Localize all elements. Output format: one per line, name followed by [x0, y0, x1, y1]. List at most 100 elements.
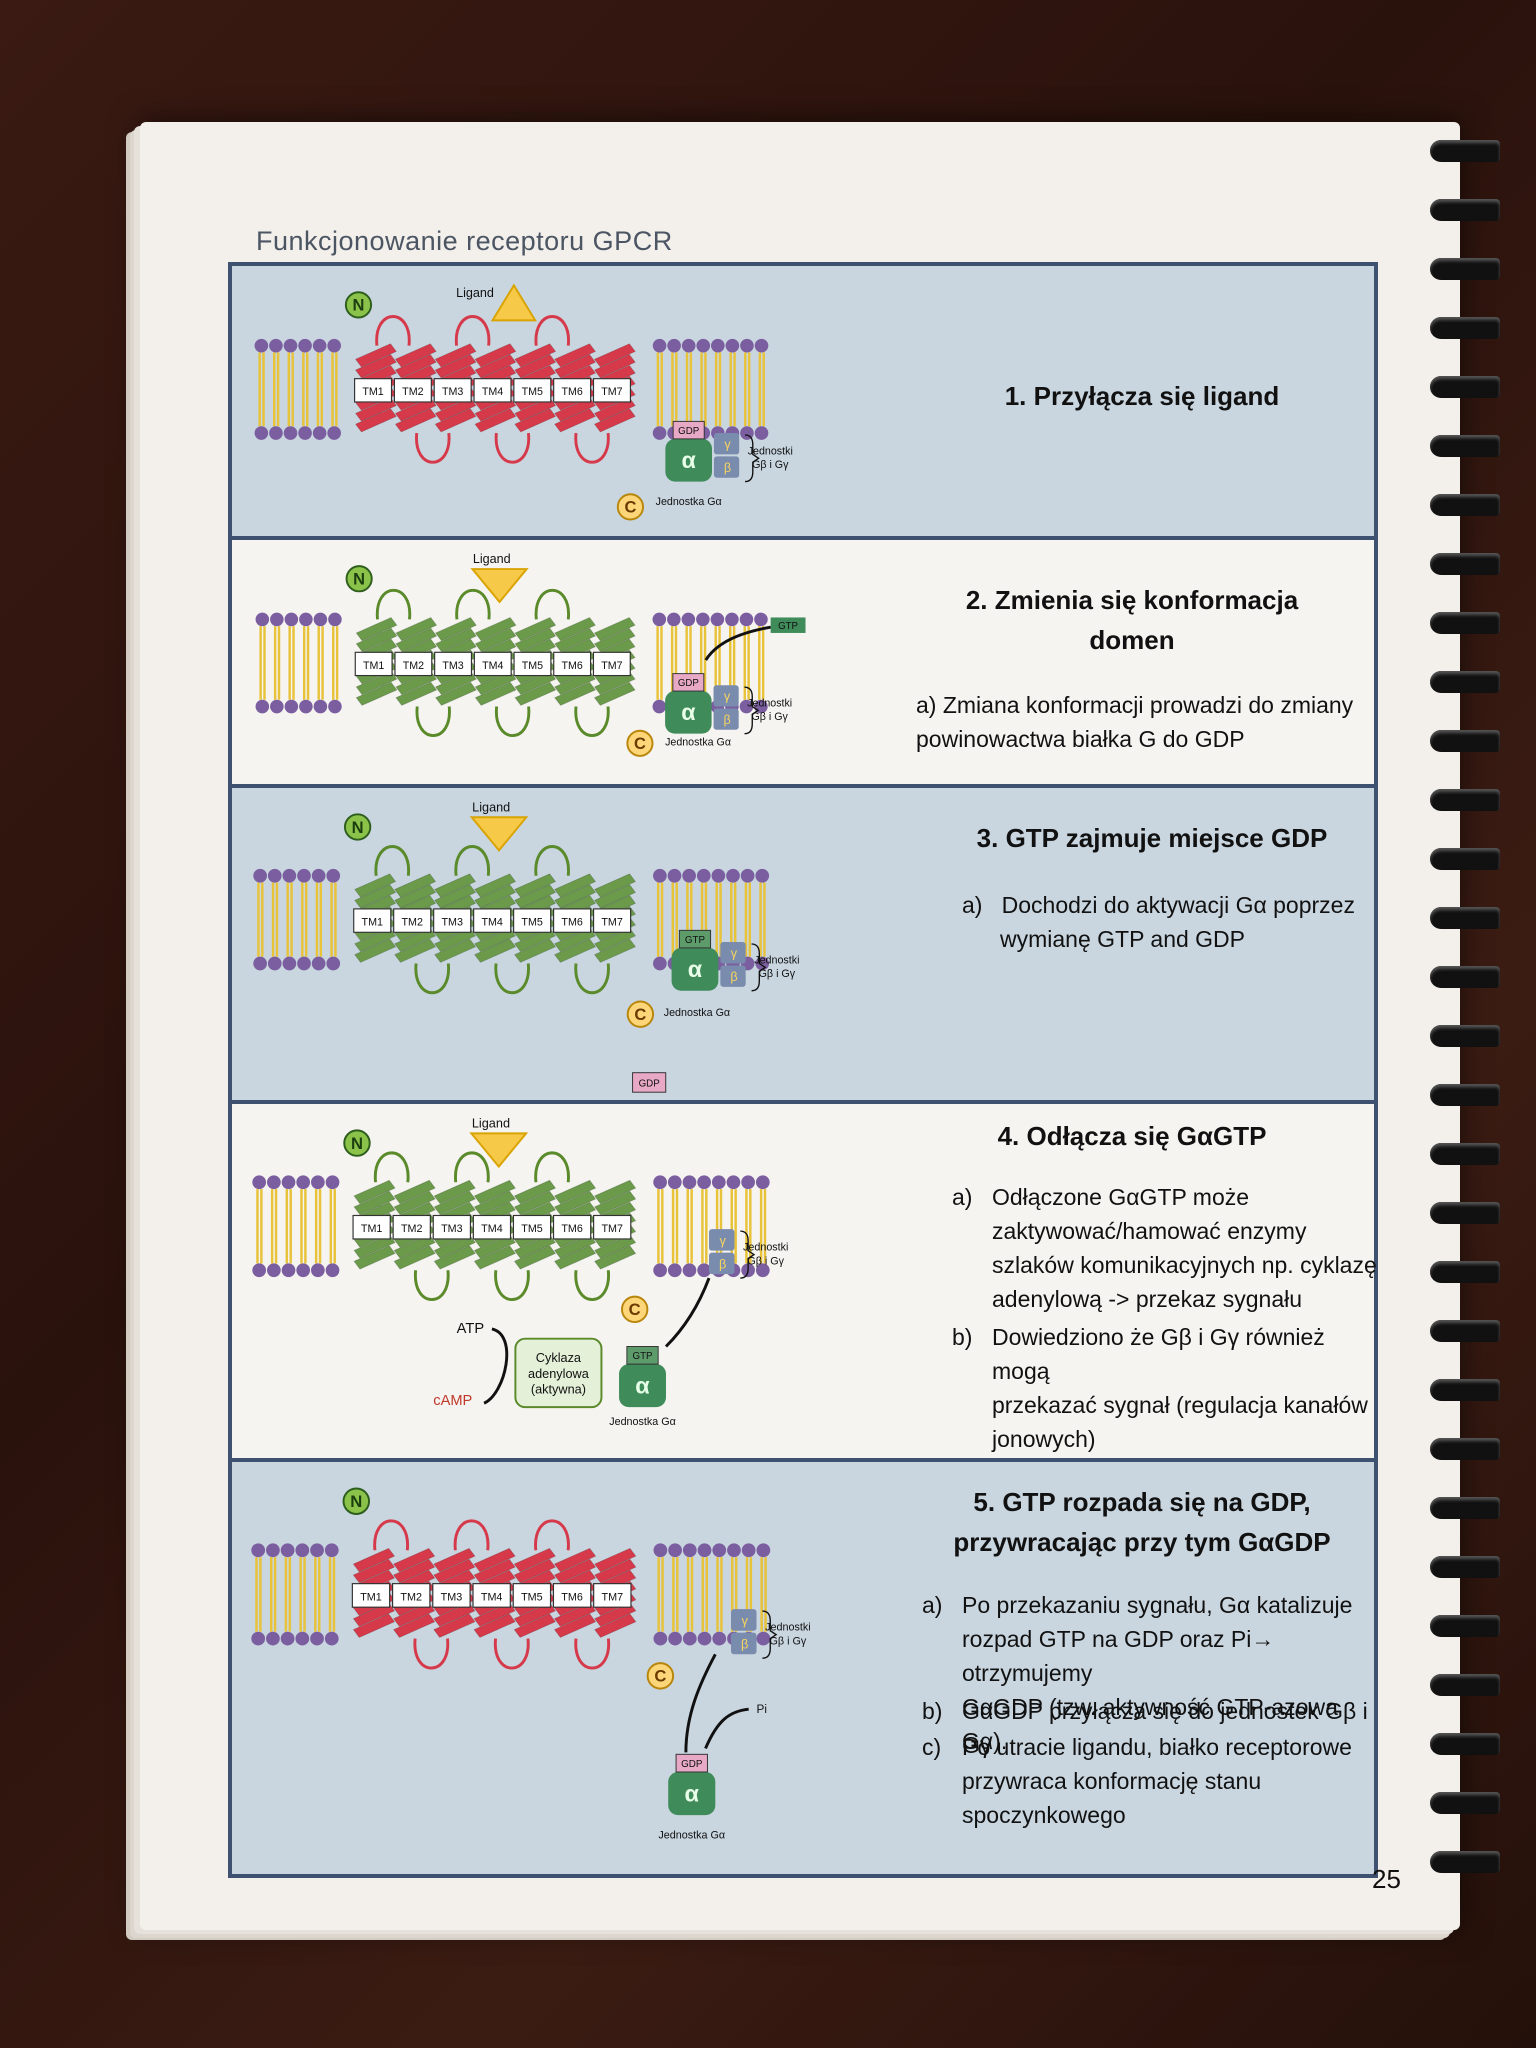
lipid-tail [730, 1189, 733, 1264]
binding-coil [1430, 1615, 1500, 1637]
helix-segment [593, 1547, 637, 1573]
lipid-tail [275, 882, 279, 957]
helix-segment [474, 681, 517, 707]
lipid-head [328, 699, 342, 714]
tm-label-box [433, 378, 472, 403]
helix-segment [514, 408, 557, 433]
receptor-loop [373, 1519, 610, 1670]
binding-coil [1430, 199, 1500, 221]
point-marker: a) [962, 892, 983, 918]
lipid-head [281, 1263, 296, 1278]
helix-segment [393, 1245, 436, 1270]
lipid-tail [674, 626, 678, 700]
tm-label-box [552, 1214, 592, 1240]
lipid-head [740, 868, 755, 883]
lipid-head [653, 956, 667, 971]
lipid-tail [304, 1189, 307, 1264]
helix-segment [593, 927, 637, 953]
tm-label: TM3 [442, 660, 463, 672]
g-beta-label: β [719, 1256, 726, 1271]
helix-segment [514, 343, 557, 368]
lipid-tail [285, 1189, 289, 1264]
helix-segment [473, 1179, 517, 1205]
lipid-head [266, 1631, 280, 1646]
helix-segment [593, 343, 637, 368]
lipid-tail [720, 1557, 723, 1632]
binding-coil [1430, 1674, 1500, 1696]
helix-segment [513, 927, 557, 953]
jednostki-label: Jednostki [765, 1622, 811, 1634]
gdp-label: GDP [681, 1759, 703, 1770]
g-gamma-label: γ [731, 947, 738, 961]
page-number: 25 [1372, 1864, 1401, 1894]
binding-coil [1430, 612, 1500, 634]
helix-segment [593, 670, 636, 696]
lipid-tail [759, 882, 762, 957]
gtp-arrow [704, 625, 771, 661]
lipid-tail [306, 626, 310, 700]
helix-segment [394, 397, 437, 422]
lipid-head [324, 1543, 339, 1558]
lipid-head [755, 868, 770, 883]
helix-segment [393, 938, 437, 963]
lipid-head [667, 1175, 682, 1190]
lipid-tail [302, 626, 306, 700]
lipid-tail [715, 882, 718, 957]
tm-label: TM1 [362, 916, 383, 928]
helix-segment [434, 616, 478, 642]
lipid-tail [276, 352, 280, 427]
tm-label: TM2 [400, 1591, 422, 1603]
lipid-head [311, 956, 326, 971]
lipid-head [313, 612, 328, 627]
tm-label-box [513, 378, 552, 403]
lipid-tail [256, 1189, 259, 1264]
helix-segment [593, 884, 637, 909]
lipid-head [754, 612, 768, 627]
helix-segment [553, 1245, 597, 1270]
lipid-tail [332, 626, 335, 700]
lipid-tail [656, 882, 660, 957]
g-beta-label: β [741, 1636, 748, 1651]
lipid-tail [303, 1557, 306, 1632]
helix-segment [553, 1613, 597, 1639]
lipid-head [652, 612, 667, 627]
lipid-tail [690, 1557, 694, 1632]
helix-segment [433, 1613, 476, 1639]
lipid-head [298, 338, 312, 353]
helix-segment [474, 397, 517, 422]
lipid-tail [262, 352, 265, 427]
lipid-head [267, 1175, 281, 1190]
tm-label: TM5 [522, 386, 543, 398]
lipid-tail [690, 1189, 693, 1264]
lipid-tail [703, 626, 707, 700]
gdp-label: GDP [678, 426, 699, 437]
gtp-box [678, 929, 712, 949]
c-terminus [621, 1295, 649, 1324]
helix-segment [553, 927, 597, 953]
jednostki-label: Jednostki [754, 955, 799, 967]
helix-segment [434, 627, 478, 653]
helix-segment [514, 670, 557, 696]
helix-segment [434, 408, 477, 433]
helix-segment [553, 938, 597, 963]
helix-segment [513, 1179, 557, 1205]
receptor-loop [374, 1151, 610, 1301]
binding-coil [1430, 848, 1500, 870]
tm-label: TM1 [360, 1591, 382, 1603]
lipid-tail [701, 1557, 705, 1632]
lipid-tail [284, 1557, 288, 1632]
lipid-head [312, 426, 327, 440]
lipid-tail [318, 1189, 322, 1264]
tm-label-box [593, 1214, 632, 1240]
jednostki-label: Gβ i Gγ [752, 459, 789, 471]
lipid-tail [314, 1557, 317, 1632]
jednostka-ga-label: Jednostka Gα [658, 1830, 725, 1842]
lipid-tail [277, 626, 281, 700]
point-marker: c) [922, 1734, 942, 1760]
page-title: Funkcjonowanie receptoru GPCR [256, 226, 673, 256]
adenylyl-cyclase-label: adenylowa [528, 1366, 590, 1381]
g-alpha-subunit [665, 438, 712, 482]
lipid-tail [331, 352, 334, 427]
